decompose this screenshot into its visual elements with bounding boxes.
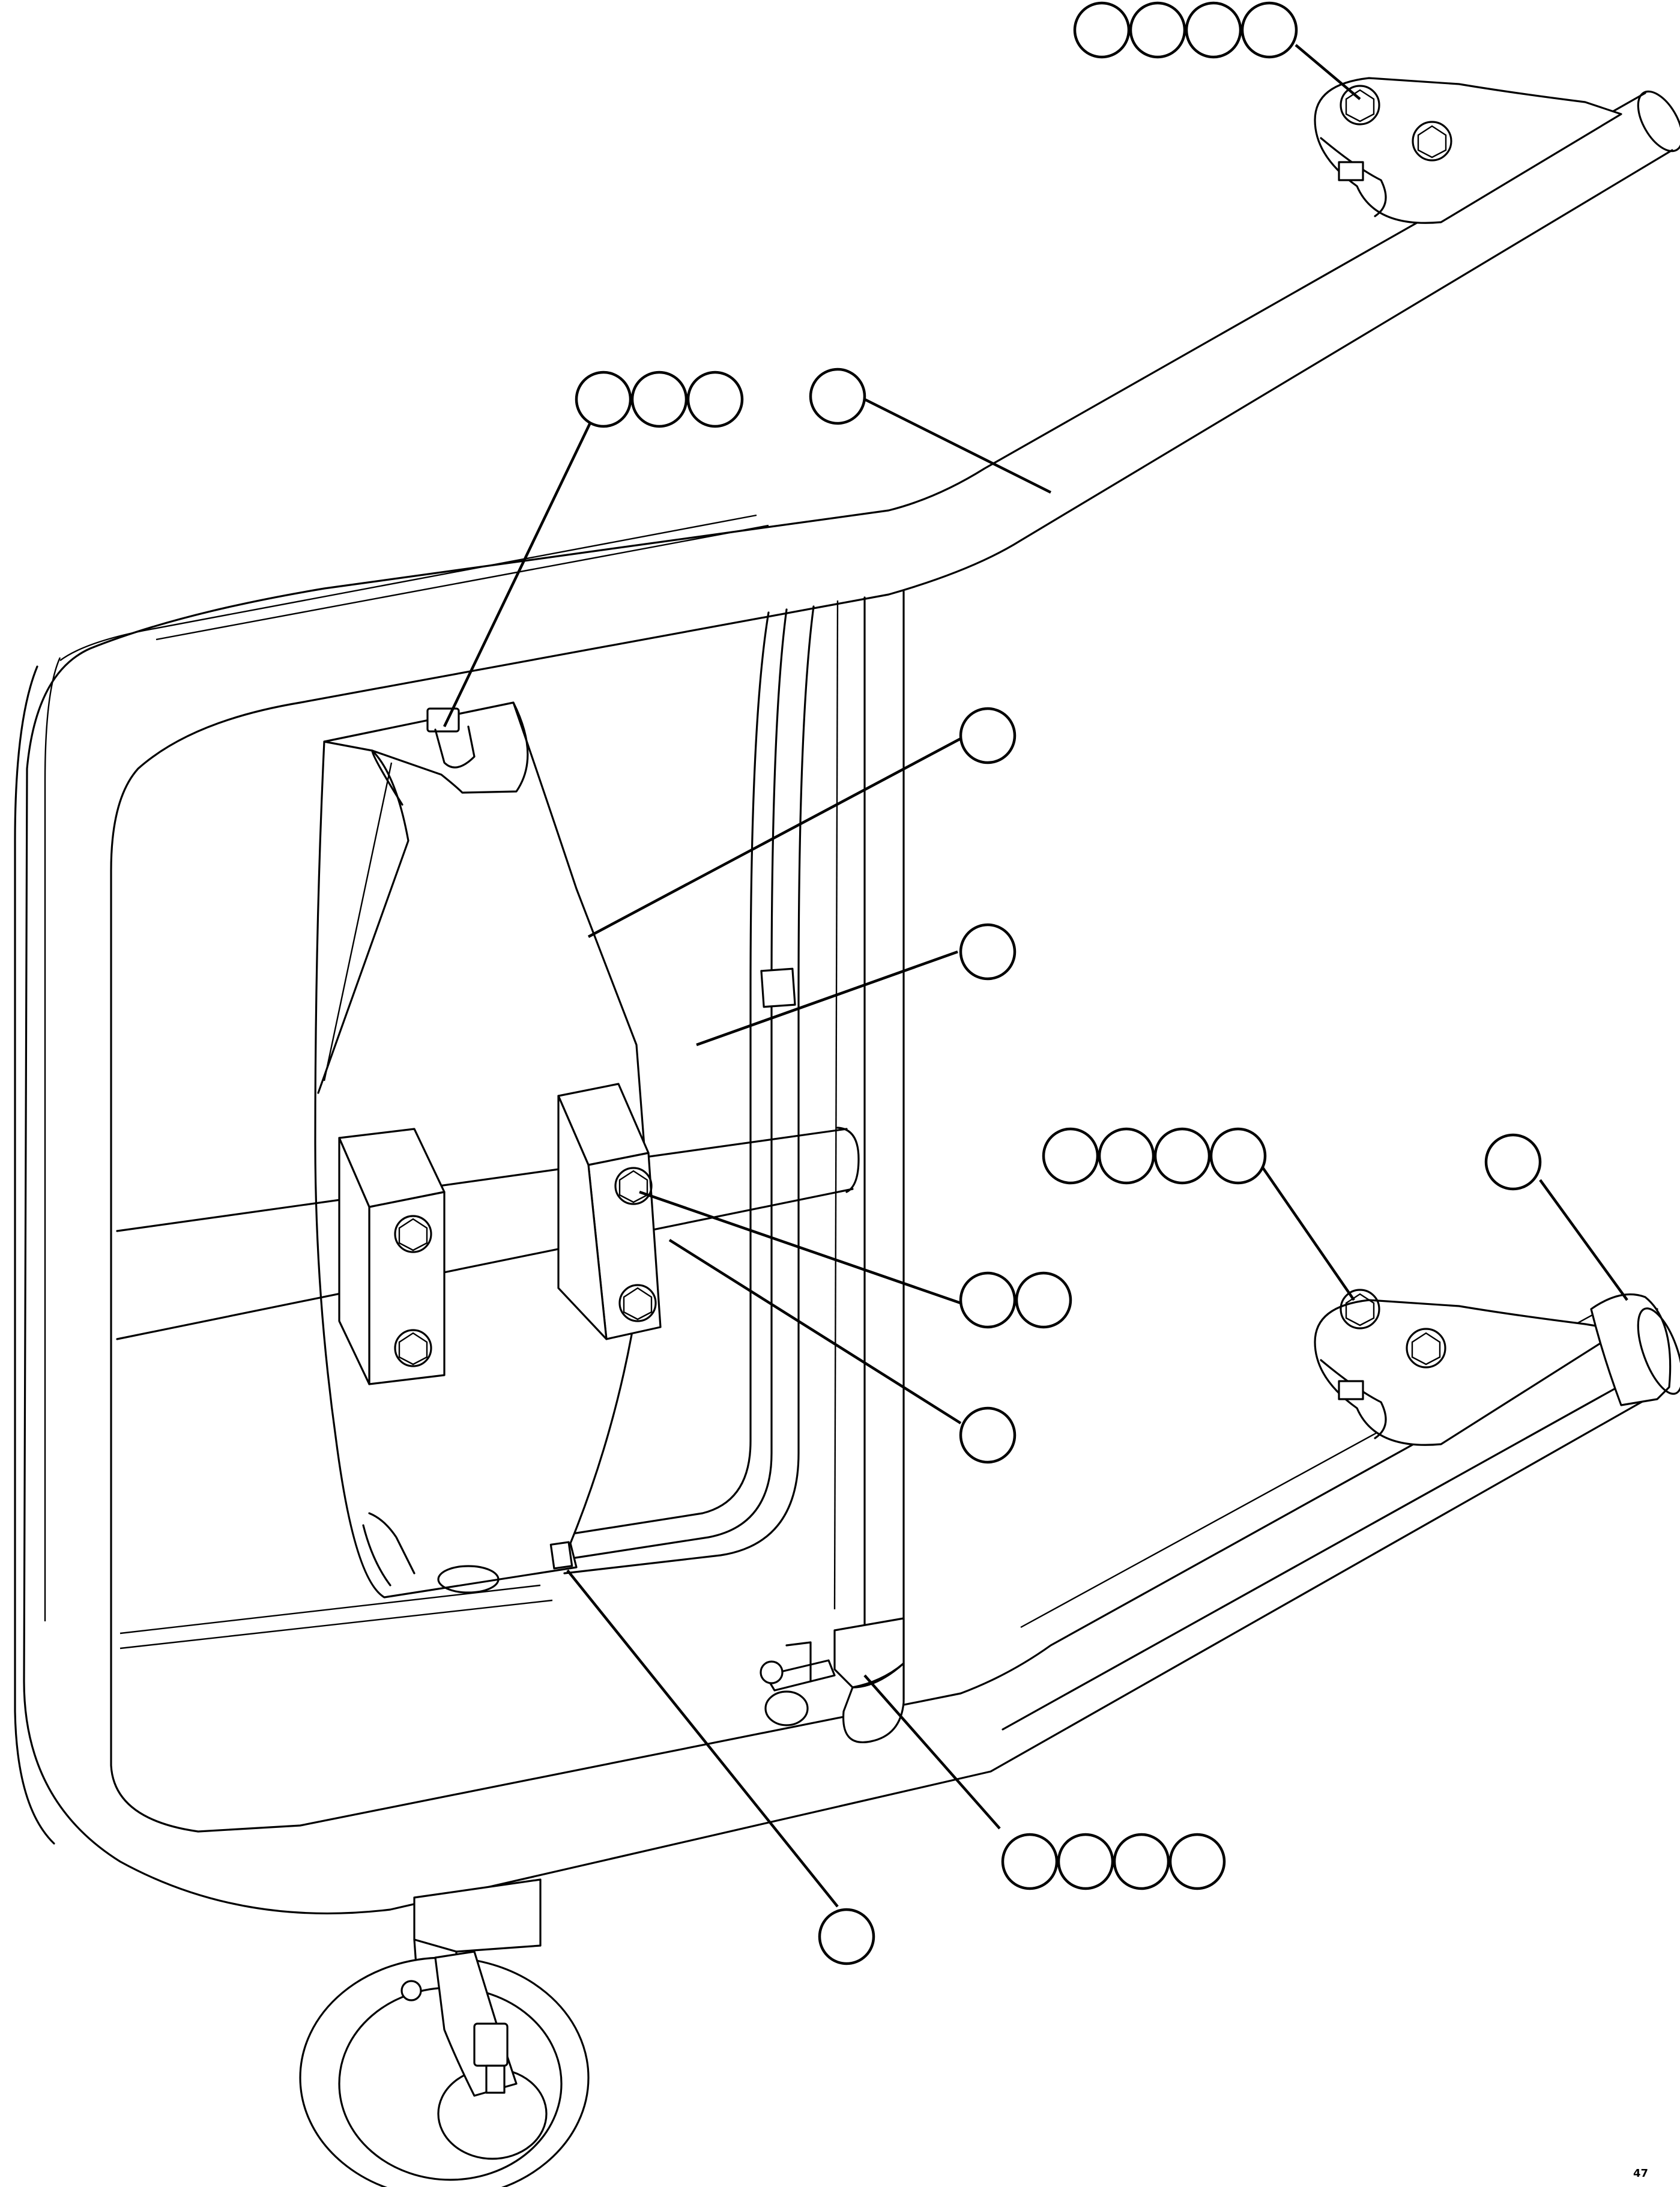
callout-lamp-top-bolt	[575, 371, 744, 428]
callout-balloon	[809, 368, 866, 425]
callout-balloon	[1098, 1127, 1155, 1185]
clamp-block-right	[557, 1083, 662, 1340]
callout-top-right-bolt	[1073, 1, 1298, 59]
callout-frame-bar	[809, 368, 866, 425]
callout-balloon	[1185, 1, 1242, 59]
callout-balloon	[1168, 1833, 1226, 1890]
clamp-block-left	[338, 1128, 446, 1385]
caster-wheel	[299, 1878, 590, 2187]
callout-balloon	[1057, 1833, 1114, 1890]
callout-tube-end-cap	[1484, 1133, 1542, 1191]
vertical-post	[833, 590, 905, 1701]
callout-lower-right-bolt	[1042, 1127, 1267, 1185]
callout-balloon	[1484, 1133, 1542, 1191]
callout-clamp-block	[959, 1406, 1017, 1464]
callout-clamp-bolt	[959, 1271, 1072, 1329]
cable	[119, 605, 815, 1650]
callout-balloon	[959, 1271, 1017, 1329]
callout-balloon	[1073, 1, 1131, 59]
frame-tube	[14, 90, 1680, 1915]
callout-balloon	[1240, 1, 1298, 59]
callout-balloon	[959, 1406, 1017, 1464]
pipe-clamp	[760, 1617, 905, 1743]
callout-balloon	[959, 923, 1017, 981]
leader-lines	[443, 44, 1628, 1908]
callout-balloon	[959, 707, 1017, 764]
callout-pipe-clamp	[1001, 1833, 1226, 1890]
callout-balloon	[575, 371, 632, 428]
callout-balloon	[1129, 1, 1186, 59]
callout-cable-tie	[818, 1908, 875, 1965]
callout-lamp-housing	[959, 707, 1017, 764]
callout-balloon	[1153, 1127, 1211, 1185]
callout-balloon	[1209, 1127, 1267, 1185]
callout-balloon	[1042, 1127, 1099, 1185]
top-right-bracket	[1314, 77, 1622, 224]
callout-balloon	[1015, 1271, 1072, 1329]
page-code: 47	[1633, 2167, 1648, 2180]
callout-balloon	[630, 371, 688, 428]
callout-balloon	[818, 1908, 875, 1965]
callout-mount-plate	[959, 923, 1017, 981]
callout-balloon	[686, 371, 744, 428]
callout-balloon	[1001, 1833, 1059, 1890]
lower-right-bracket	[1314, 1289, 1680, 1446]
callout-balloon	[1113, 1833, 1170, 1890]
